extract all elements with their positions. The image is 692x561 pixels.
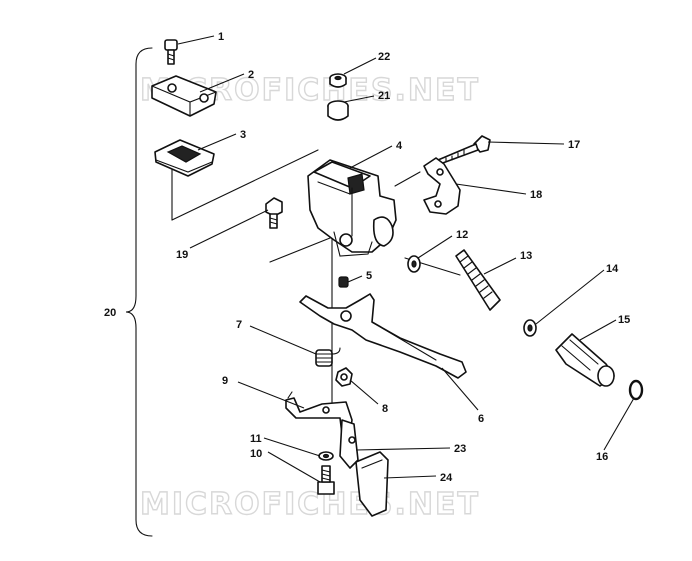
callout-18: 18 bbox=[530, 189, 542, 201]
callout-4: 4 bbox=[396, 140, 403, 152]
callout-11: 11 bbox=[250, 433, 262, 445]
part-16-o-ring bbox=[628, 379, 644, 401]
part-15-piston bbox=[555, 333, 615, 387]
callout-6: 6 bbox=[478, 413, 484, 425]
callout-2: 2 bbox=[248, 69, 254, 81]
part-17-bolt bbox=[437, 135, 491, 165]
part-6-brake-lever bbox=[299, 293, 467, 379]
callout-14: 14 bbox=[606, 263, 619, 275]
part-10-screw bbox=[317, 465, 335, 495]
callout-10: 10 bbox=[250, 448, 262, 460]
callout-3: 3 bbox=[240, 129, 246, 141]
callout-19: 19 bbox=[176, 249, 188, 261]
part-11-washer bbox=[318, 451, 334, 461]
assembly-brace bbox=[125, 47, 153, 537]
part-5-nut bbox=[338, 276, 349, 288]
callout-labels: 1 2 3 4 5 6 7 8 9 10 11 12 13 14 15 16 1… bbox=[104, 31, 630, 484]
callout-1: 1 bbox=[218, 31, 224, 43]
part-24-switch-boot bbox=[355, 451, 389, 517]
part-18-clamp bbox=[423, 157, 461, 215]
callout-15: 15 bbox=[618, 314, 630, 326]
part-8-nut bbox=[335, 367, 353, 387]
callout-9: 9 bbox=[222, 375, 228, 387]
callout-24: 24 bbox=[440, 472, 453, 484]
part-13-spring bbox=[455, 249, 501, 311]
callout-13: 13 bbox=[520, 250, 532, 262]
callout-17: 17 bbox=[568, 139, 580, 151]
callout-8: 8 bbox=[382, 403, 388, 415]
watermark-bottom: MICROFICHES.NET bbox=[140, 487, 480, 522]
part-19-pivot-bolt bbox=[265, 197, 283, 229]
part-22-cap bbox=[329, 73, 347, 88]
leader-lines bbox=[177, 35, 635, 483]
part-7-spring bbox=[315, 347, 341, 367]
callout-7: 7 bbox=[236, 319, 242, 331]
part-12-washer bbox=[407, 255, 421, 273]
callout-20: 20 bbox=[104, 307, 116, 319]
callout-22: 22 bbox=[378, 51, 390, 63]
part-23-switch-plate bbox=[339, 419, 359, 469]
part-3-diaphragm bbox=[154, 139, 215, 177]
callout-12: 12 bbox=[456, 229, 468, 241]
part-21-bushing bbox=[327, 100, 349, 121]
part-2-reservoir-cover bbox=[151, 75, 217, 117]
callout-16: 16 bbox=[596, 451, 608, 463]
callout-5: 5 bbox=[366, 270, 372, 282]
part-1-screw bbox=[164, 39, 178, 65]
callout-23: 23 bbox=[454, 443, 466, 455]
part-14-washer bbox=[523, 319, 537, 337]
alignment-lines bbox=[171, 149, 461, 416]
callout-21: 21 bbox=[378, 90, 390, 102]
part-4-master-cylinder bbox=[307, 159, 397, 257]
